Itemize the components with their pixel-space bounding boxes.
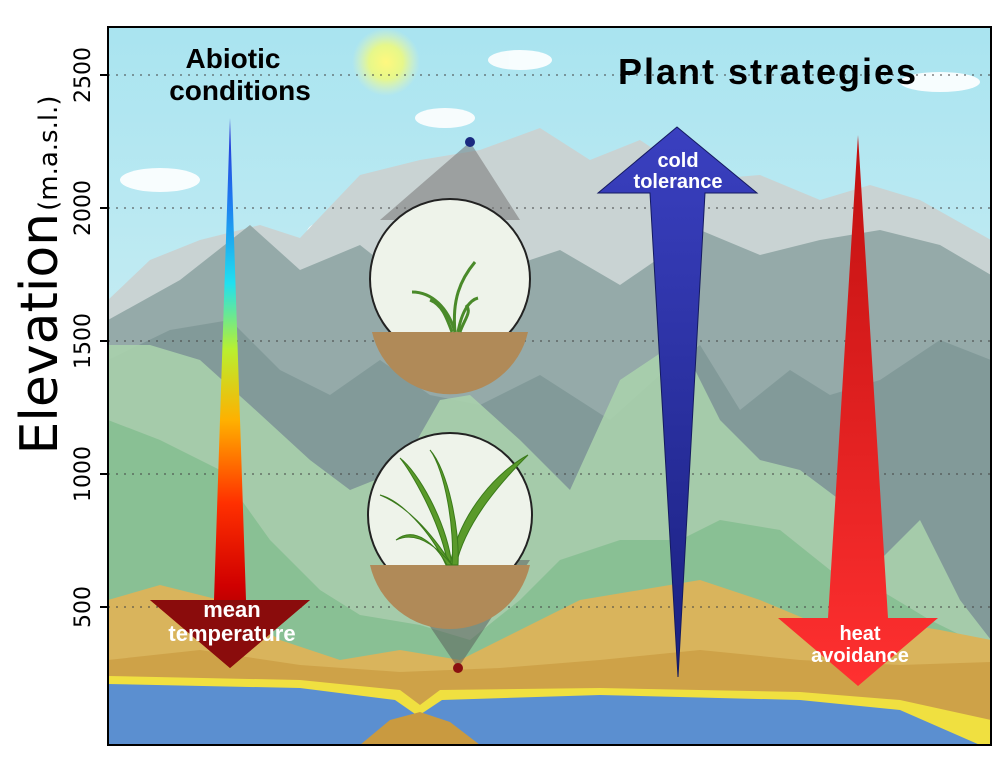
- y-tick-2500: 2500: [71, 45, 97, 105]
- y-axis-title: Elevation: [10, 213, 70, 455]
- abiotic-label-line1: Abiotic: [186, 43, 281, 74]
- y-tick-1500: 1500: [71, 311, 97, 371]
- y-tick-1000: 1000: [71, 444, 97, 504]
- y-tick-2000: 2000: [71, 178, 97, 238]
- cold-arrow-line1: cold: [657, 150, 698, 172]
- abiotic-label-line2: conditions: [169, 75, 311, 106]
- y-axis-unit: (m.a.s.l.): [34, 96, 64, 211]
- y-tick-marks: [100, 75, 108, 607]
- y-tick-500: 500: [71, 577, 97, 637]
- heat-arrow-line2: avoidance: [811, 645, 909, 667]
- heat-arrow-line1: heat: [839, 623, 880, 645]
- figure-title: Plant strategies: [618, 51, 918, 92]
- temperature-arrow-line2: temperature: [168, 621, 295, 646]
- temperature-arrow-line1: mean: [203, 597, 260, 622]
- low-elevation-marker: [453, 663, 463, 673]
- high-elevation-marker: [465, 137, 475, 147]
- y-axis-label: Elevation (m.a.s.l.): [10, 175, 70, 375]
- sun: [352, 28, 420, 96]
- cold-arrow-line2: tolerance: [634, 171, 723, 193]
